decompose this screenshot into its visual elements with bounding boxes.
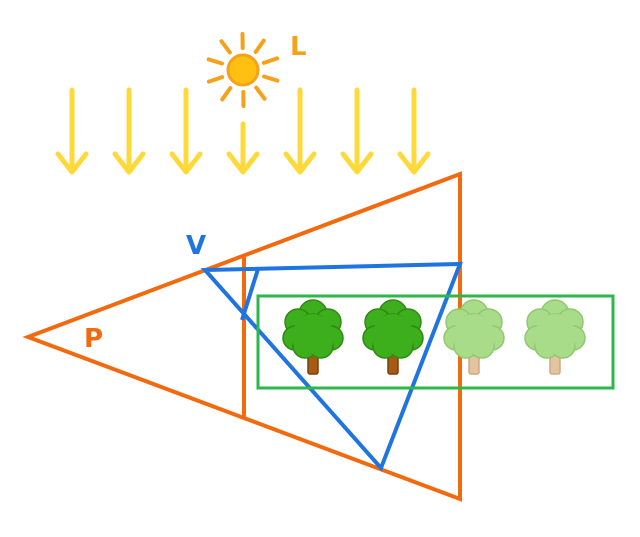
tree-icon [282, 299, 344, 375]
sun-ray [206, 75, 225, 84]
light-arrow [169, 87, 203, 175]
light-label: L [290, 32, 307, 62]
objects-bounding-box [256, 294, 615, 390]
light-arrow [340, 87, 374, 175]
sun-ray [219, 39, 232, 55]
sun-icon [206, 32, 280, 108]
sun-rays [206, 32, 280, 108]
view-near-plane [240, 268, 260, 321]
sun-ray [261, 56, 280, 65]
sun-ray [253, 38, 266, 55]
light-arrow [397, 87, 431, 175]
tree-icon [443, 299, 505, 375]
sun-ray [206, 57, 224, 66]
tree-icon [362, 299, 424, 375]
sun-disk [226, 53, 260, 87]
view-triangle [200, 261, 463, 472]
sun-ray [254, 85, 267, 101]
light-arrow [112, 87, 146, 175]
view-label: V [186, 231, 206, 261]
sun-ray [220, 85, 233, 102]
light-arrow [226, 121, 260, 175]
tree-icon [524, 299, 586, 375]
view-frustum [200, 261, 463, 472]
trees-group [282, 299, 586, 375]
projection-label: P [84, 324, 103, 354]
light-direction-arrows [55, 87, 431, 175]
light-arrow [55, 87, 89, 175]
light-arrow [283, 87, 317, 175]
sun-ray [262, 74, 280, 83]
